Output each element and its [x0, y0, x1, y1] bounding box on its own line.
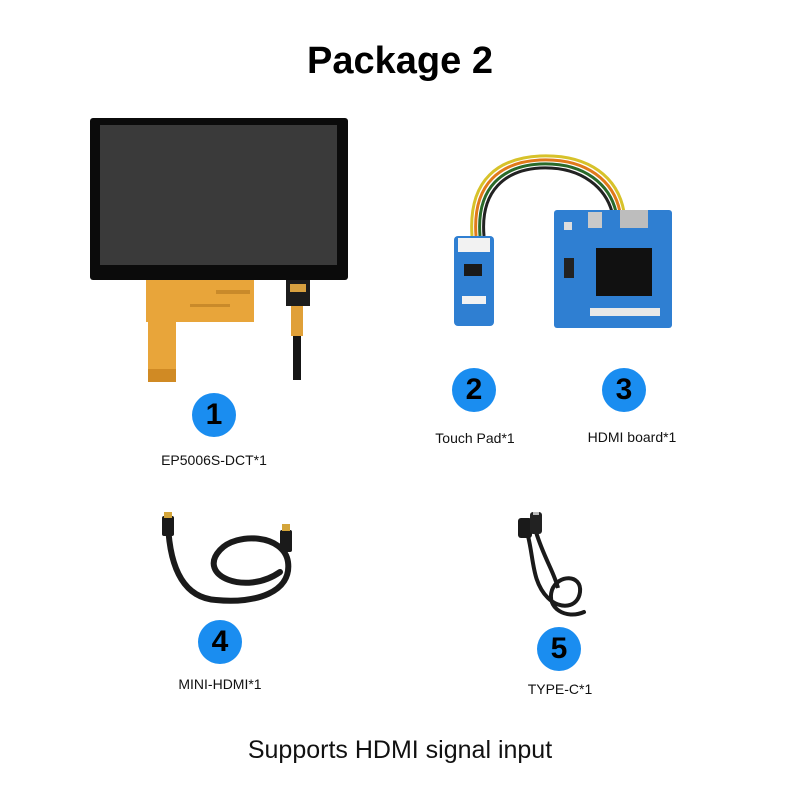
item-4-label: MINI-HDMI*1 — [178, 676, 262, 692]
type-c-cable-icon — [518, 512, 586, 617]
item-1-label: EP5006S-DCT*1 — [161, 452, 267, 468]
touch-controller-board-icon — [454, 236, 494, 326]
item-2-label: Touch Pad*1 — [435, 430, 515, 446]
item-1-number-badge: 1 — [192, 393, 236, 437]
page-title: Package 2 — [307, 40, 493, 82]
item-3-label: HDMI board*1 — [587, 429, 677, 445]
lcd-display-icon — [90, 118, 348, 382]
touch-and-hdmi-boards — [454, 154, 672, 328]
item-4-number-badge: 4 — [198, 620, 242, 664]
item-2-number-badge: 2 — [452, 368, 496, 412]
hdmi-driver-board-icon — [554, 210, 672, 328]
page-footer: Supports HDMI signal input — [247, 736, 553, 764]
mini-hdmi-cable-icon — [162, 512, 292, 604]
item-3-number-badge: 3 — [602, 368, 646, 412]
item-5-number-badge: 5 — [537, 627, 581, 671]
item-5-label: TYPE-C*1 — [527, 681, 593, 697]
